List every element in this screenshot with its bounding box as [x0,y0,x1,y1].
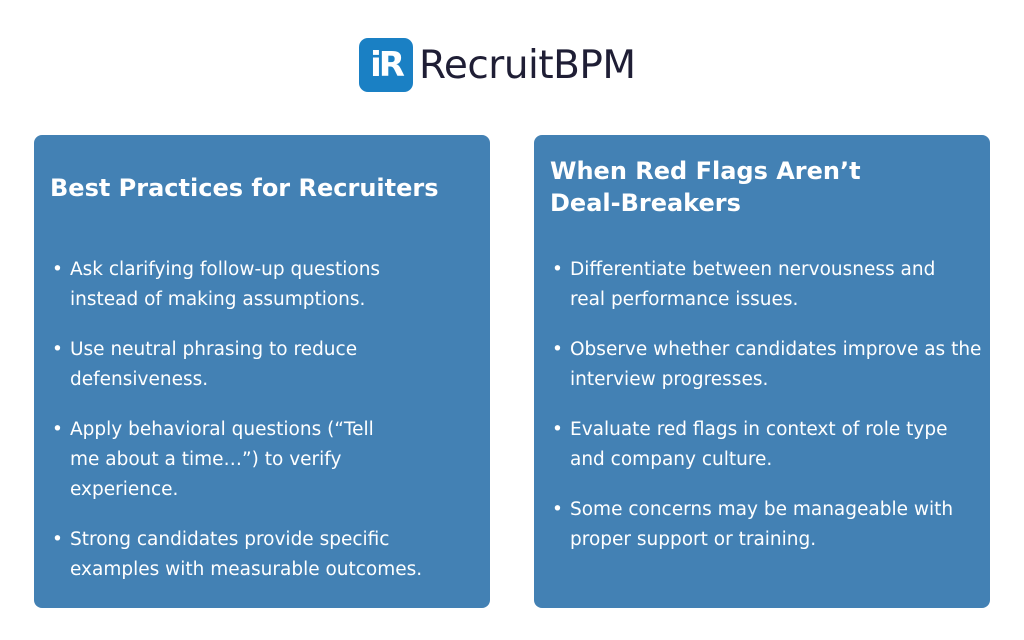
logo-text: RecruitBPM [419,42,636,88]
bullet-list: Differentiate between nervousness and re… [550,255,982,575]
list-item: Differentiate between nervousness and re… [550,255,950,315]
red-flags-card: When Red Flags Aren’t Deal-Breakers Diff… [534,135,990,608]
list-item: Some concerns may be manageable with pro… [550,495,982,555]
list-item: Evaluate red flags in context of role ty… [550,415,960,475]
best-practices-card: Best Practices for Recruiters Ask clarif… [34,135,490,608]
bullet-list: Ask clarifying follow-up questions inste… [50,255,482,605]
list-item: Ask clarifying follow-up questions inste… [50,255,450,315]
card-title: Best Practices for Recruiters [50,174,439,202]
logo-mark-icon: iR [359,38,413,92]
list-item: Use neutral phrasing to reduce defensive… [50,335,410,395]
list-item: Observe whether candidates improve as th… [550,335,982,395]
list-item: Apply behavioral questions (“Tell me abo… [50,415,380,505]
recruitbpm-logo: iR RecruitBPM [359,38,636,92]
card-title: When Red Flags Aren’t Deal-Breakers [550,157,861,217]
list-item: Strong candidates provide specific examp… [50,525,482,585]
